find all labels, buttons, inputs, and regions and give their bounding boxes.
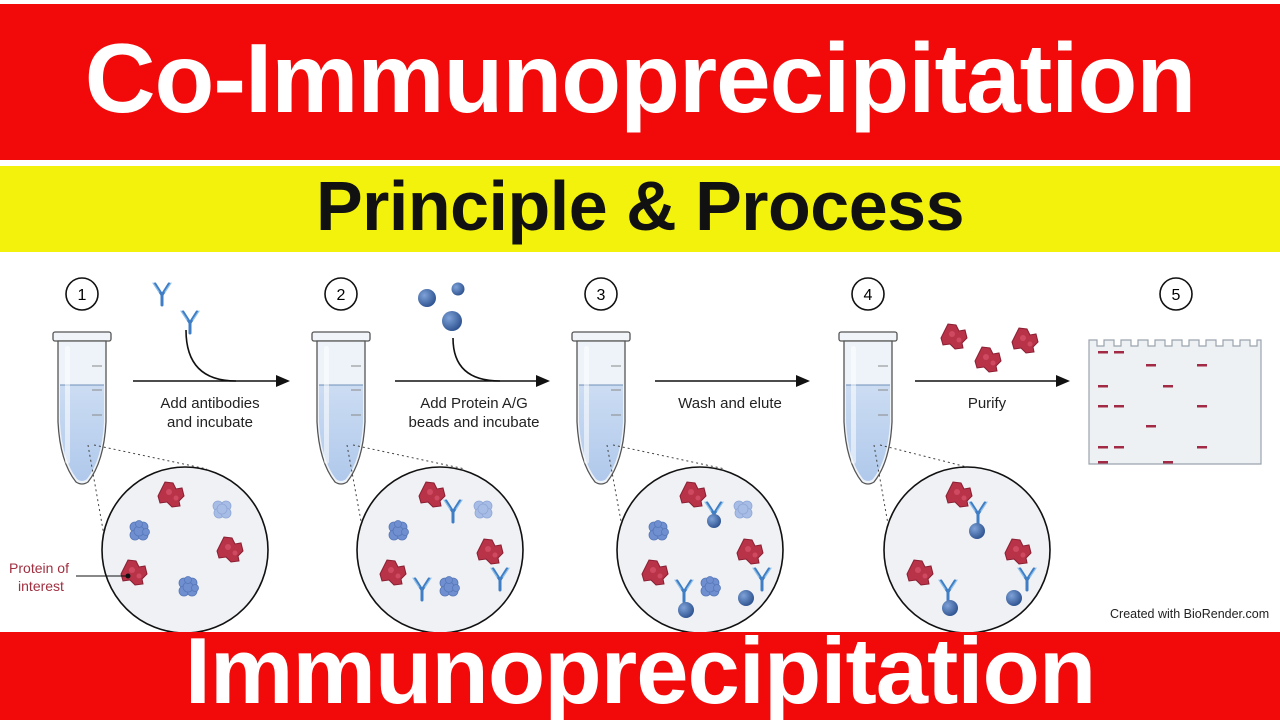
step-2-label-line1: Add Protein A/G xyxy=(420,395,528,412)
footer-banner: Immunoprecipitation xyxy=(0,624,1280,720)
purified-protein-icon xyxy=(1011,327,1039,354)
antibody-icon xyxy=(179,309,201,335)
protein-of-interest-callout: Protein of interest xyxy=(9,560,131,594)
step-number-1: 1 xyxy=(65,277,99,311)
arrowhead-2 xyxy=(536,375,550,387)
step-2-label-line2: beads and incubate xyxy=(409,414,540,431)
page-subtitle: Principle & Process xyxy=(315,167,965,245)
step-number-4: 4 xyxy=(851,277,885,311)
tube-2 xyxy=(311,331,371,485)
gel-result xyxy=(1088,339,1262,465)
step-1-label-line2: and incubate xyxy=(167,414,253,431)
step-3-label: Wash and elute xyxy=(678,395,782,412)
svg-text:1: 1 xyxy=(78,287,87,304)
antibody-icon xyxy=(151,281,173,307)
zoom-circle-1 xyxy=(101,466,269,632)
step-1-label-line1: Add antibodies xyxy=(160,395,259,412)
arrowhead-3 xyxy=(796,375,810,387)
arrowhead-1 xyxy=(276,375,290,387)
svg-text:interest: interest xyxy=(18,578,64,594)
svg-text:3: 3 xyxy=(597,287,606,304)
svg-text:Protein of: Protein of xyxy=(9,560,69,576)
purified-protein-icon xyxy=(940,323,968,350)
purified-protein-icon xyxy=(974,346,1002,373)
tube-3 xyxy=(571,331,631,485)
bead-icon xyxy=(451,282,465,296)
arrowhead-4 xyxy=(1056,375,1070,387)
bead-icon xyxy=(418,289,436,307)
step-number-3: 3 xyxy=(584,277,618,311)
footer-title: Immunoprecipitation xyxy=(184,618,1097,723)
bead-icon xyxy=(442,311,462,331)
tube-1 xyxy=(52,331,112,485)
step-number-5: 5 xyxy=(1159,277,1193,311)
co-ip-process-diagram: 1 2 3 4 5 Add antibodies xyxy=(9,277,1262,632)
biorender-credit: Created with BioRender.com xyxy=(1110,607,1270,621)
svg-text:2: 2 xyxy=(337,287,346,304)
arrow-step-2 xyxy=(395,337,538,382)
zoom-circle-4 xyxy=(883,466,1051,632)
tube-4 xyxy=(838,331,898,485)
zoom-circle-2 xyxy=(356,466,524,632)
step-4-label: Purify xyxy=(968,395,1007,412)
zoom-circle-3 xyxy=(616,466,784,632)
svg-text:4: 4 xyxy=(864,287,873,304)
arrow-step-1 xyxy=(133,329,278,382)
zoom-guides xyxy=(87,444,976,593)
subtitle-banner: Principle & Process xyxy=(0,166,1280,252)
step-number-2: 2 xyxy=(324,277,358,311)
title-banner: Co-Immunoprecipitation xyxy=(0,4,1280,160)
svg-text:5: 5 xyxy=(1172,287,1181,304)
page-title: Co-Immunoprecipitation xyxy=(84,23,1196,133)
